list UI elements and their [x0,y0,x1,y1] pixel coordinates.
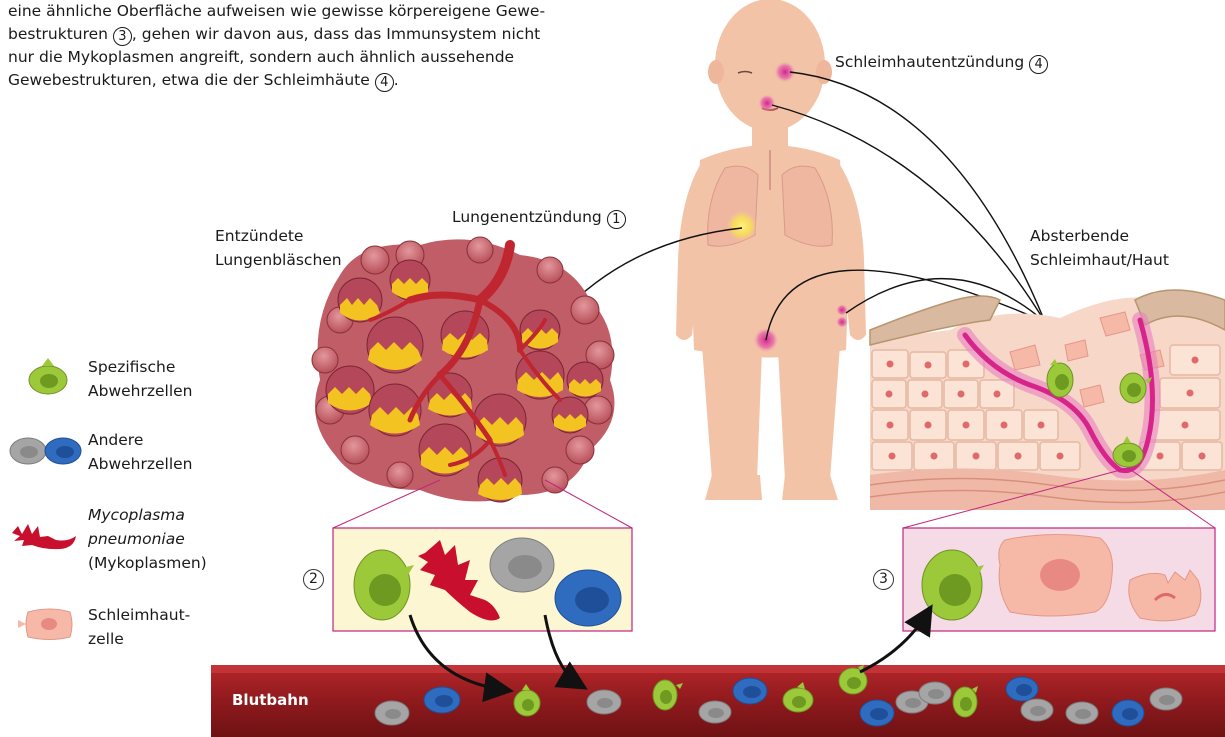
legend-line: zelle [88,627,190,651]
legend-line: pneumoniae [88,527,207,551]
blue-cell [1006,677,1038,701]
label-line: Entzündete [215,224,342,248]
label-text: Schleimhautentzündung [835,53,1024,71]
grey-cell [1066,702,1098,724]
blue-cell [1112,700,1144,726]
legend-item-mycoplasma: Mycoplasma pneumoniae (Mykoplasmen) [88,503,207,575]
number-circle: 1 [607,210,626,229]
legend-line: Abwehrzellen [88,379,193,403]
legend-line: Mycoplasma [88,503,207,527]
number-circle: 4 [1029,55,1048,74]
legend-item-mucosa-cell: Schleimhaut- zelle [88,603,190,651]
legend-line: (Mykoplasmen) [88,551,207,575]
mouth-inflammation-spot [758,94,776,112]
label-absterbende-schleimhaut: Absterbende Schleimhaut/Haut [1030,224,1169,272]
child-figure [676,0,866,500]
label-line: Absterbende [1030,224,1169,248]
box-number-3: 3 [873,569,894,590]
label-line: Lungenbläschen [215,248,342,272]
child-leg-right [778,345,840,480]
label-lungenentzuendung: Lungenentzündung 1 [452,205,626,229]
label-line: Schleimhaut/Haut [1030,248,1169,272]
grey-cell [1150,688,1182,710]
blue-cell [860,700,894,726]
alveoli-cluster [312,237,615,502]
box-number-2: 2 [303,569,324,590]
legend-line: Andere [88,428,193,452]
legend-line: Abwehrzellen [88,452,193,476]
specific-defense-cell-icon [29,358,67,394]
legend-line: Schleimhaut- [88,603,190,627]
grey-cell [1021,699,1053,721]
lung-inflammation-spot [726,210,758,242]
grey-cell [587,690,621,714]
bloodstream-label: Blutbahn [232,691,309,709]
blue-cell [733,678,767,704]
green-cell [953,686,978,717]
legend-item-specific-cells: Spezifische Abwehrzellen [88,355,193,403]
legend-line: Spezifische [88,355,193,379]
mucosa-section [870,290,1225,510]
blue-cell [424,687,460,713]
mucosa-cell-icon [18,609,72,640]
child-leg-left [702,345,762,480]
label-text: Lungenentzündung [452,208,602,226]
mycoplasma-icon [12,524,76,549]
label-entzuendete-lungenblaeschen: Entzündete Lungenbläschen [215,224,342,272]
hand-inflammation-spot [836,304,848,316]
grey-cell [919,682,951,704]
grey-cell [699,701,731,723]
legend-item-other-cells: Andere Abwehrzellen [88,428,193,476]
other-defense-cells-icon [10,438,81,464]
label-schleimhautentzuendung: Schleimhautentzündung 4 [835,50,1048,74]
grey-cell [375,701,409,725]
